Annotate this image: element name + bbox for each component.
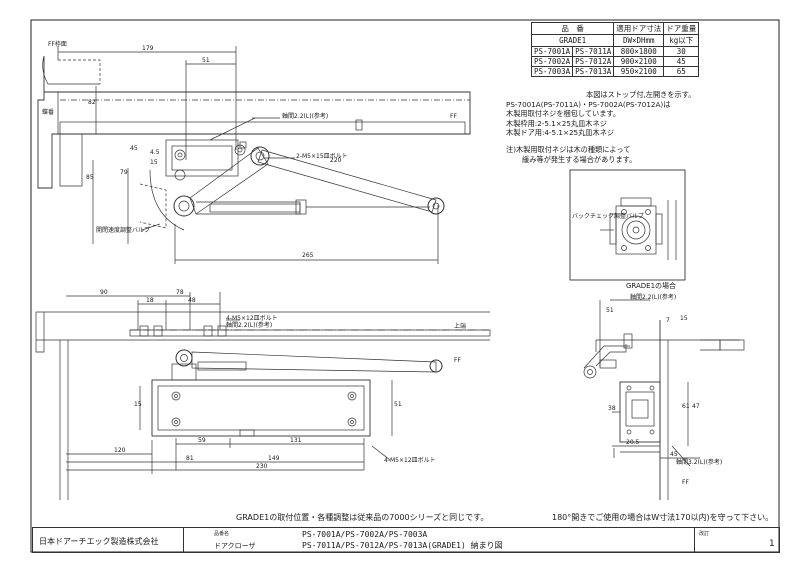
models-line-1: PS-7001A/PS-7002A/PS-7003A <box>302 530 428 539</box>
spec-row: PS-7001A PS-7011A 800×1800 30 <box>530 46 700 57</box>
dim-220: 220 <box>330 157 342 164</box>
spec-model-a: PS-7002A <box>530 56 574 67</box>
spec-subheader-weight: kg以下 <box>663 34 700 47</box>
dim-20-5: 20.5 <box>626 439 640 446</box>
dim-18: 18 <box>146 297 154 304</box>
grade-ref-label-top: 軸間2.2(L)(参考) <box>282 113 329 120</box>
dim-149: 149 <box>268 455 280 462</box>
dim-82: 82 <box>88 99 96 106</box>
dim-38: 38 <box>608 405 616 412</box>
screw-note-front-top: 4-M5×12皿ボルト <box>226 315 278 322</box>
dim-47: 47 <box>692 403 700 410</box>
dim-15-top: 15 <box>150 159 158 166</box>
spec-model-b: PS-7013A <box>572 66 615 77</box>
frame-face-label: FF枠面 <box>48 41 67 48</box>
dim-15-front: 15 <box>134 401 142 408</box>
dim-59: 59 <box>198 437 206 444</box>
grade1-footnote: GRADE1の取付位置・各種調整は従来品の7000シリーズと同じです。 <box>236 513 489 522</box>
screw-ref-front-top: 軸間2.2(L)(参考) <box>226 322 273 329</box>
dim-51-front: 51 <box>394 401 402 408</box>
revision-header: 改訂 <box>699 531 710 537</box>
note-screws: 木製用取付ネジを梱包しています。 <box>506 109 621 119</box>
spec-weight: 45 <box>663 56 700 67</box>
spec-row: PS-7002A PS-7012A 900×2100 45 <box>530 56 700 67</box>
model-header: 品番名 <box>214 531 230 537</box>
dim-120: 120 <box>114 447 126 454</box>
spec-size: 900×2100 <box>613 56 665 67</box>
dim-4-5: 4.5 <box>150 149 160 156</box>
ff-label-front: FF <box>454 357 461 364</box>
top-view-drawing <box>37 46 471 264</box>
spec-model-a: PS-7001A <box>530 46 574 57</box>
spec-size: 800×1800 <box>613 46 665 57</box>
spec-model-a: PS-7003A <box>530 66 574 77</box>
dim-230: 230 <box>256 463 268 470</box>
note-models: PS-7001A(PS-7011A)・PS-7002A(PS-7012A)は <box>506 99 671 109</box>
front-view-drawing <box>35 292 491 500</box>
dim-45-side: 45 <box>670 451 678 458</box>
hinge-label: 蝶番 <box>42 109 55 116</box>
dim-51-top: 51 <box>202 57 210 64</box>
dim-90: 90 <box>100 289 108 296</box>
grade1-caption: GRADE1の場合 <box>626 282 677 290</box>
title-block: 日本ドアーチエック製造株式会社 品番名 ドアクローザ PS-7001A/PS-7… <box>32 527 780 553</box>
company-name: 日本ドアーチエック製造株式会社 <box>39 537 159 546</box>
spec-size: 950×2100 <box>613 66 665 77</box>
caution-line-2: 緩み等が発生する場合があります。 <box>522 154 637 164</box>
top-line-label-front: 上端 <box>454 323 467 330</box>
dim-131: 131 <box>290 437 302 444</box>
opening-footnote: 180°開きでご使用の場合はW寸法170以内)を守って下さい。 <box>552 513 774 522</box>
spec-weight: 30 <box>663 46 700 57</box>
spec-weight: 65 <box>663 66 700 77</box>
dim-78: 78 <box>176 289 184 296</box>
models-line-2: PS-7011A/PS-7012A/PS-7013A(GRADE1) 納まり図 <box>302 541 503 550</box>
dim-45: 45 <box>130 145 138 152</box>
note-frame-screws: 木製枠用:2-5.1×25丸皿木ネジ <box>506 118 607 128</box>
ff-label-top: FF <box>450 113 457 120</box>
spec-row: PS-7003A PS-7013A 950×2100 65 <box>530 66 700 77</box>
spec-header-weight: ドア重量 <box>663 22 700 35</box>
spec-header-size: 適用ドア寸法 <box>613 22 665 35</box>
speed-valve-label: 開閉速度調整バルブ <box>96 227 151 234</box>
dim-51-side: 51 <box>606 307 614 314</box>
dim-79: 79 <box>120 169 128 176</box>
page-number: 1 <box>769 539 775 549</box>
spec-subheader-size: DW×DHmm <box>613 34 665 47</box>
note-stop: 本図はストップ付,左開きを示す。 <box>586 90 696 99</box>
dim-15-side: 15 <box>680 315 688 322</box>
dim-48: 48 <box>188 297 196 304</box>
side-view-drawing <box>583 299 745 500</box>
page-cell: 改訂 1 <box>695 528 779 552</box>
spec-model-b: PS-7011A <box>572 46 615 57</box>
dim-265: 265 <box>302 252 314 259</box>
spec-subheader-grade: GRADE1 <box>530 34 615 47</box>
dim-85: 85 <box>86 174 94 181</box>
spec-header-model: 品 番 <box>530 22 615 35</box>
note-door-screws: 木製ドア用:4-5.1×25丸皿木ネジ <box>506 128 615 138</box>
dim-179: 179 <box>142 45 154 52</box>
caution-notes: 注)木製用取付ネジは木の種類によって 緩み等が発生する場合があります。 <box>506 145 636 164</box>
screw-note-top: 2-M5×15皿ボルト <box>296 153 348 160</box>
dim-7: 7 <box>666 317 670 324</box>
ff-label-side: FF <box>682 479 689 486</box>
spec-model-b: PS-7012A <box>572 56 615 67</box>
caution-line-1: 注)木製用取付ネジは木の種類によって <box>506 145 631 154</box>
screw-note-front-bottom: 4-M5×12皿ボルト <box>384 457 436 464</box>
screw-ref-side-bottom: 軸間3.2(L)(参考) <box>676 459 723 466</box>
dim-61: 61 <box>682 403 690 410</box>
spec-table: 品 番 適用ドア寸法 ドア重量 GRADE1 DW×DHmm kg以下 PS-7… <box>530 22 700 77</box>
model-cell: 品番名 ドアクローザ PS-7001A/PS-7002A/PS-7003A PS… <box>184 528 695 552</box>
company-cell: 日本ドアーチエック製造株式会社 <box>33 528 184 552</box>
screw-ref-side-top: 軸間2.2(L)(参考) <box>630 294 677 301</box>
product-label: ドアクローザ <box>214 542 256 550</box>
backcheck-valve-label: バックチェック調整バルブ <box>572 213 645 220</box>
installation-notes: 本図はストップ付,左開きを示す。 PS-7001A(PS-7011A)・PS-7… <box>506 90 695 138</box>
grade1-detail-drawing <box>569 169 686 281</box>
dim-81: 81 <box>186 455 194 462</box>
